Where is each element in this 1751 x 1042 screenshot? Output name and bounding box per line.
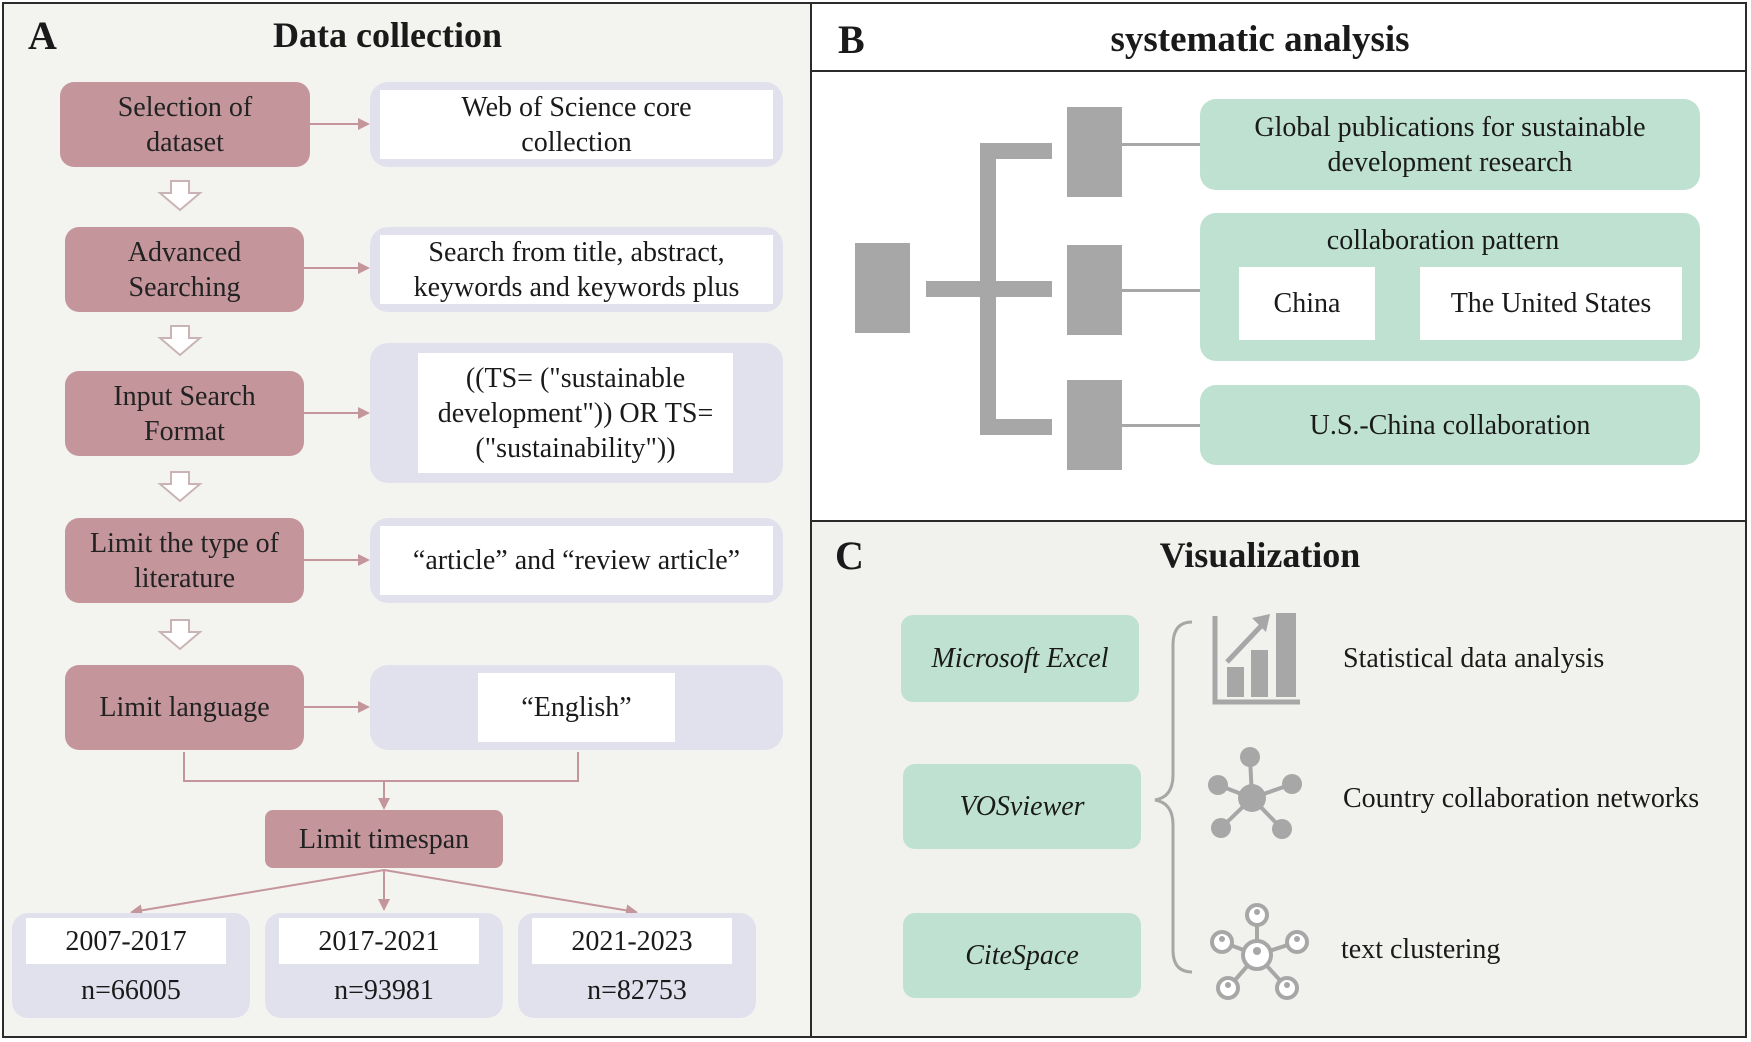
tool-microsoft-excel: Microsoft Excel — [901, 615, 1139, 702]
step-limit-language: Limit language — [65, 665, 304, 750]
output-statistical-analysis: Statistical data analysis — [1343, 643, 1605, 674]
panel-a-letter: A — [28, 13, 57, 58]
step-limit-literature-type: Limit the type of literature — [65, 518, 304, 603]
detail-search-fields: Search from title, abstract, keywords an… — [380, 235, 773, 304]
country-united-states: The United States — [1420, 267, 1682, 340]
step-limit-timespan: Limit timespan — [265, 810, 503, 868]
detail-article-types: “article” and “review article” — [380, 526, 773, 595]
down-arrow-1 — [157, 180, 203, 212]
detail-outer-5: “English” — [370, 665, 783, 750]
tree-leaf-node-1 — [1067, 107, 1122, 197]
bar-chart-icon — [1212, 613, 1300, 705]
period-range: 2007-2017 — [26, 918, 226, 964]
period-range: 2021-2023 — [532, 918, 732, 964]
panel-c-letter: C — [835, 533, 864, 578]
step-label: Advanced Searching — [127, 236, 242, 303]
collaboration-pattern-title: collaboration pattern — [1326, 224, 1560, 256]
merge-line — [183, 752, 579, 782]
period-2007-2017: 2007-2017 n=66005 — [12, 913, 250, 1018]
tree-link-2 — [1122, 289, 1200, 292]
box-collaboration-pattern: collaboration pattern China The United S… — [1200, 213, 1700, 361]
panel-b-letter: B — [838, 17, 865, 62]
panel-c-title: Visualization — [1159, 535, 1361, 575]
box-uschina-collaboration: U.S.-China collaboration — [1200, 385, 1700, 465]
output-country-networks: Country collaboration networks — [1343, 783, 1700, 814]
detail-outer-2: Search from title, abstract, keywords an… — [370, 227, 783, 312]
cluster-icon — [1210, 903, 1309, 1000]
down-arrow-2 — [157, 325, 203, 357]
period-range: 2017-2021 — [279, 918, 479, 964]
step-label: Limit language — [99, 692, 270, 723]
detail-search-query: ((TS= ("sustainable development")) OR TS… — [418, 353, 733, 473]
panel-b-title: systematic analysis — [1110, 18, 1410, 60]
period-count: n=93981 — [334, 975, 434, 1006]
tool-citespace: CiteSpace — [903, 913, 1141, 998]
tree-link-1 — [1122, 143, 1200, 146]
panel-b-header-divider — [810, 70, 1747, 72]
tree-trunk — [980, 143, 996, 435]
period-2021-2023: 2021-2023 n=82753 — [518, 913, 756, 1018]
tree-link-3 — [1122, 424, 1200, 427]
detail-outer-1: Web of Science core collection — [370, 82, 783, 167]
country-china: China — [1239, 267, 1375, 340]
arrow-period-1 — [130, 869, 385, 917]
step-label: Input Search Format — [113, 380, 256, 447]
tree-branch-top — [980, 143, 1052, 159]
arrow-period-3 — [383, 869, 638, 917]
tree-branch-bottom — [980, 419, 1052, 435]
tree-leaf-node-3 — [1067, 380, 1122, 470]
panel-a-title: Data collection — [273, 15, 502, 55]
tool-vosviewer: VOSviewer — [903, 764, 1141, 849]
network-icon — [1208, 747, 1302, 839]
tree-leaf-node-2 — [1067, 245, 1122, 335]
tree-root-node — [855, 243, 910, 333]
output-text-clustering: text clustering — [1341, 934, 1501, 965]
detail-outer-4: “article” and “review article” — [370, 518, 783, 603]
step-advanced-searching: Advanced Searching — [65, 227, 304, 312]
period-count: n=82753 — [587, 975, 687, 1006]
step-selection-of-dataset: Selection of dataset — [60, 82, 310, 167]
period-2017-2021: 2017-2021 n=93981 — [265, 913, 503, 1018]
step-label: Selection of dataset — [117, 91, 253, 158]
box-global-publications: Global publications for sustainable deve… — [1200, 99, 1700, 190]
step-input-search-format: Input Search Format — [65, 371, 304, 456]
detail-outer-3: ((TS= ("sustainable development")) OR TS… — [370, 343, 783, 483]
detail-web-of-science: Web of Science core collection — [380, 90, 773, 159]
down-arrow-4 — [157, 619, 203, 651]
detail-english: “English” — [478, 673, 675, 742]
grouping-brace — [1154, 620, 1193, 974]
step-label: Limit the type of literature — [90, 527, 279, 594]
period-count: n=66005 — [81, 975, 181, 1006]
down-arrow-3 — [157, 471, 203, 503]
